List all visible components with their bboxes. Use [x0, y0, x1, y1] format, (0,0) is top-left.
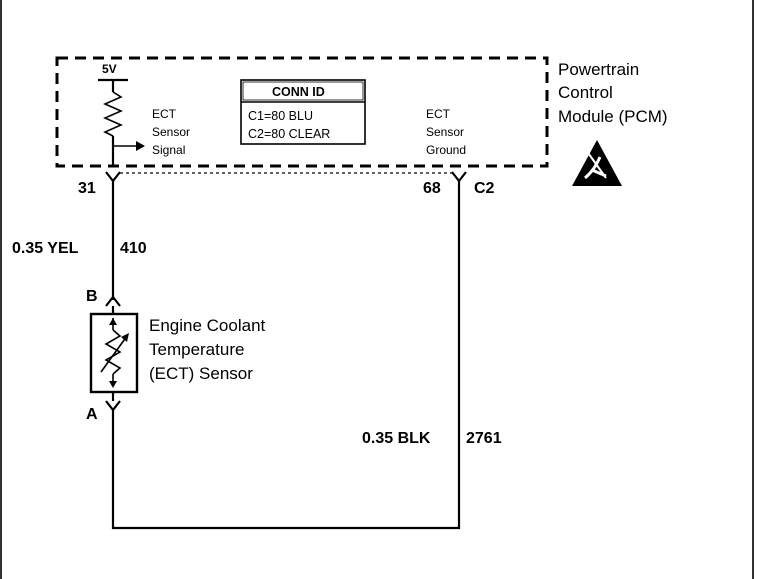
signal-wire-label: 0.35 YEL: [12, 240, 79, 257]
signal-circuit-label: 410: [120, 240, 147, 257]
ground-label-line3: Ground: [426, 143, 466, 157]
sensor-name-line1: Engine Coolant: [149, 316, 266, 335]
signal-label-line2: Sensor: [152, 125, 190, 139]
terminal-b-connector: [105, 295, 121, 307]
signal-label-line1: ECT: [152, 107, 177, 121]
sensor-name-line3: (ECT) Sensor: [149, 364, 253, 383]
ground-label-line1: ECT: [426, 107, 451, 121]
supply-voltage-label: 5V: [102, 62, 117, 76]
pullup-resistor: [103, 91, 123, 137]
pin-68-label: 68: [423, 180, 441, 197]
terminal-b-label: B: [86, 288, 98, 305]
terminal-a-label: A: [86, 406, 98, 423]
esd-warning-icon: [572, 140, 622, 186]
pcm-name-line2: Control: [558, 83, 613, 102]
pin-68-connector: [451, 171, 467, 183]
thermistor-symbol: [100, 318, 129, 388]
pin-31-label: 31: [78, 180, 96, 197]
sensor-name-line2: Temperature: [149, 340, 244, 359]
pcm-boundary: [55, 56, 549, 168]
pcm-name-line3: Module (PCM): [558, 107, 668, 126]
ground-circuit-label: 2761: [466, 430, 502, 447]
pcm-name-line1: Powertrain: [558, 60, 639, 79]
conn-id-line1: C1=80 BLU: [248, 109, 313, 123]
conn-id-title: CONN ID: [272, 85, 325, 99]
ground-return-wire: [111, 181, 461, 530]
signal-arrow-head: [136, 141, 145, 151]
pin-31-connector: [105, 171, 121, 183]
terminal-a-connector: [105, 400, 121, 412]
conn-id-line2: C2=80 CLEAR: [248, 127, 330, 141]
connector-c2-label: C2: [474, 180, 495, 197]
conn-id-box: [240, 79, 366, 145]
ground-label-line2: Sensor: [426, 125, 464, 139]
ground-wire-label: 0.35 BLK: [362, 430, 431, 447]
signal-label-line3: Signal: [152, 143, 185, 157]
